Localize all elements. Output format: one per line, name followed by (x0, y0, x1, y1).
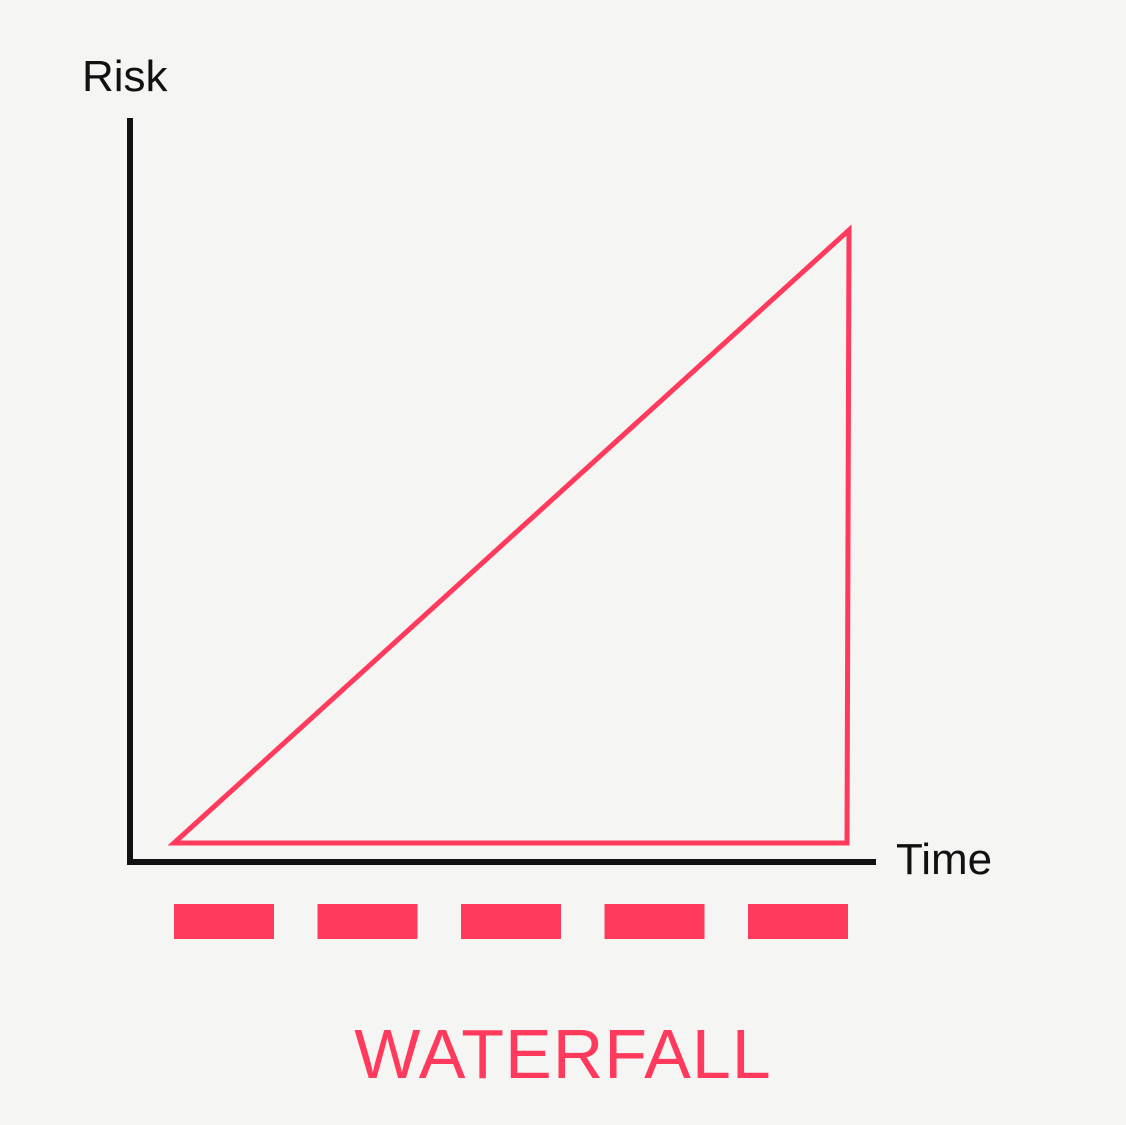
risk-triangle (167, 224, 852, 846)
phase-bar-4 (604, 904, 705, 939)
phase-bars (174, 904, 848, 939)
y-axis-label: Risk (82, 52, 169, 101)
phase-bar-1 (174, 904, 274, 939)
axes (127, 118, 876, 865)
phase-bar-3 (461, 904, 561, 939)
waterfall-caption: WATERFALL (354, 1015, 771, 1093)
phase-bar-5 (748, 904, 848, 939)
x-axis-label: Time (896, 835, 992, 884)
phase-bar-2 (317, 904, 418, 939)
